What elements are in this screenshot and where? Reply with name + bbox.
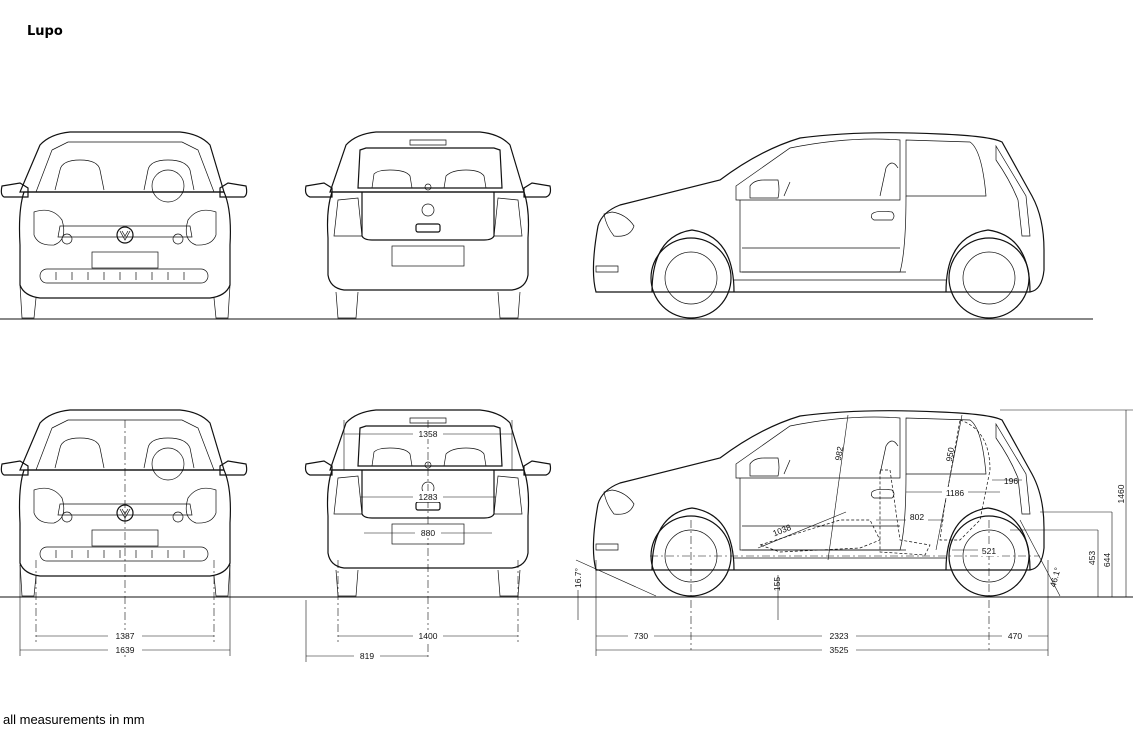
dimension-lines <box>20 410 1127 657</box>
dim-ground-clearance: 155 <box>772 577 782 591</box>
dim-front-width: 1639 <box>116 645 135 655</box>
dim-front-headroom: 982 <box>833 445 845 461</box>
dim-front-overhang: 730 <box>634 631 648 641</box>
dim-rear-inner-width: 1283 <box>419 492 438 502</box>
dim-rear-window-depth: 196 <box>1004 476 1018 486</box>
dim-load-height: 644 <box>1102 553 1112 567</box>
dim-height: 1460 <box>1116 484 1126 503</box>
dim-approach-angle: 16.7° <box>573 568 583 588</box>
dim-rear-plate-width: 880 <box>421 528 435 538</box>
rear-seat-outline <box>939 419 991 541</box>
dim-rear-seat-depth: 802 <box>910 512 924 522</box>
dim-rear-overhang: 470 <box>1008 631 1022 641</box>
dim-wheelbase: 2323 <box>830 631 849 641</box>
model-title: Lupo <box>27 24 63 39</box>
measurement-note: all measurements in mm <box>3 712 145 727</box>
front-view-top <box>0 131 248 319</box>
side-view-top <box>592 132 1045 319</box>
dim-front-track: 1387 <box>116 631 135 641</box>
dim-sill-height: 453 <box>1087 551 1097 565</box>
dim-rear-top-width: 1358 <box>419 429 438 439</box>
front-seat-outline <box>758 519 881 553</box>
dim-interior-length: 1186 <box>946 488 965 498</box>
dim-rear-half-width: 819 <box>360 651 374 661</box>
front-backrest-outline <box>879 469 931 556</box>
side-view-bottom <box>592 410 1045 597</box>
dim-rear-track: 1400 <box>419 631 438 641</box>
dim-load-sill-length: 521 <box>982 546 996 556</box>
dim-departure-angle: 46.1° <box>1048 566 1063 588</box>
rear-view-top <box>304 131 552 319</box>
dim-rear-headroom: 950 <box>944 446 956 462</box>
front-view-bottom <box>0 409 248 597</box>
dim-length: 3525 <box>830 645 849 655</box>
